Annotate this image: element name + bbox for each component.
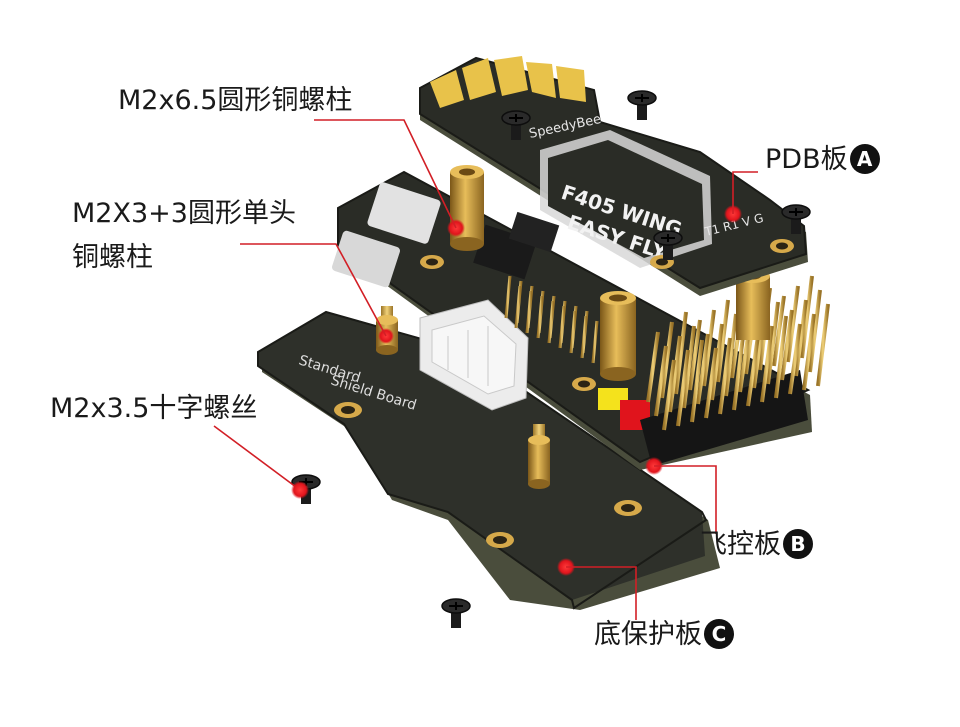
center-pin	[514, 285, 522, 329]
label-m2x3-standoff: M2X3+3圆形单头 铜螺柱	[72, 192, 296, 280]
label-m2x3-5-screw-text: M2x3.5十字螺丝	[50, 393, 258, 424]
center-pin	[591, 320, 599, 364]
header-pin	[800, 275, 814, 359]
header-pin	[696, 333, 710, 405]
screw	[627, 90, 657, 120]
header-pin	[654, 345, 668, 417]
standoff-m2x6-5	[447, 165, 484, 251]
header-pin	[802, 313, 816, 391]
screw	[501, 110, 531, 140]
label-bottom-shield-text: 底保护板	[594, 619, 702, 650]
header-pin	[646, 331, 660, 403]
standoff-m2x6-5	[600, 291, 636, 381]
header-pin	[668, 335, 682, 413]
screw	[653, 230, 683, 260]
header-pin	[682, 325, 696, 409]
header-pin	[788, 323, 802, 395]
header-pin	[816, 303, 830, 387]
header-pin	[746, 335, 760, 407]
badge-c: C	[704, 619, 734, 649]
header-pin	[710, 323, 724, 401]
leader-lines	[213, 119, 758, 620]
center-pin	[504, 275, 512, 319]
header-pin	[716, 299, 730, 383]
label-m2x6-5-standoff: M2x6.5圆形铜螺柱	[118, 84, 352, 118]
header-pin	[724, 313, 738, 397]
standoff-m2x3	[376, 306, 398, 355]
jst-connector	[367, 182, 441, 244]
leader-standoff-65	[314, 119, 457, 229]
jst-connector	[332, 230, 400, 288]
header-pin	[732, 327, 746, 411]
leader-screw	[213, 425, 301, 491]
bottom-standoff	[528, 424, 550, 489]
label-m2x6-5-standoff-text: M2x6.5圆形铜螺柱	[118, 85, 353, 116]
header-pin	[774, 315, 788, 399]
header-pin	[702, 309, 716, 387]
leader-fc	[654, 465, 717, 534]
header-pin	[660, 321, 674, 399]
center-pin	[569, 310, 577, 354]
center-pin	[547, 300, 555, 344]
header-pin	[766, 301, 780, 385]
side-connector	[419, 299, 529, 411]
header-pin	[718, 337, 732, 415]
header-pin	[808, 289, 822, 373]
screw	[441, 598, 471, 628]
center-pin	[558, 305, 566, 349]
header-pin	[674, 311, 688, 395]
label-flight-controller-text: 飞控板	[700, 529, 781, 560]
badge-b: B	[783, 529, 813, 559]
header-pin	[794, 299, 808, 377]
pin-header-block	[640, 370, 808, 466]
label-m2x3-standoff-line2: 铜螺柱	[72, 242, 153, 273]
screw	[781, 204, 811, 234]
header-pin	[676, 349, 690, 427]
bottom-shield-board: Standard Shield Board	[257, 310, 720, 610]
center-pins	[504, 275, 599, 364]
label-m2x3-standoff-line1: M2X3+3圆形单头	[72, 198, 296, 229]
header-pin	[690, 339, 704, 423]
header-pin	[704, 347, 718, 419]
header-pin	[772, 295, 786, 367]
center-pin	[580, 315, 588, 359]
pdb-gold-pads	[430, 56, 586, 108]
header-pins	[646, 275, 830, 431]
leader-bottom	[566, 566, 637, 620]
label-m2x3-5-screw: M2x3.5十字螺丝	[50, 392, 257, 426]
badge-a: A	[849, 144, 880, 174]
header-pin	[688, 319, 702, 391]
center-pin	[525, 290, 533, 334]
screw-marker	[291, 481, 309, 499]
header-pin	[780, 309, 794, 381]
leader-standoff-3	[240, 243, 387, 337]
header-pin	[760, 325, 774, 403]
center-pin	[536, 295, 544, 339]
header-pin	[786, 285, 800, 363]
leader-pdb	[732, 171, 758, 214]
label-pdb-board-text: PDB板	[765, 144, 848, 175]
header-pin	[662, 359, 676, 431]
